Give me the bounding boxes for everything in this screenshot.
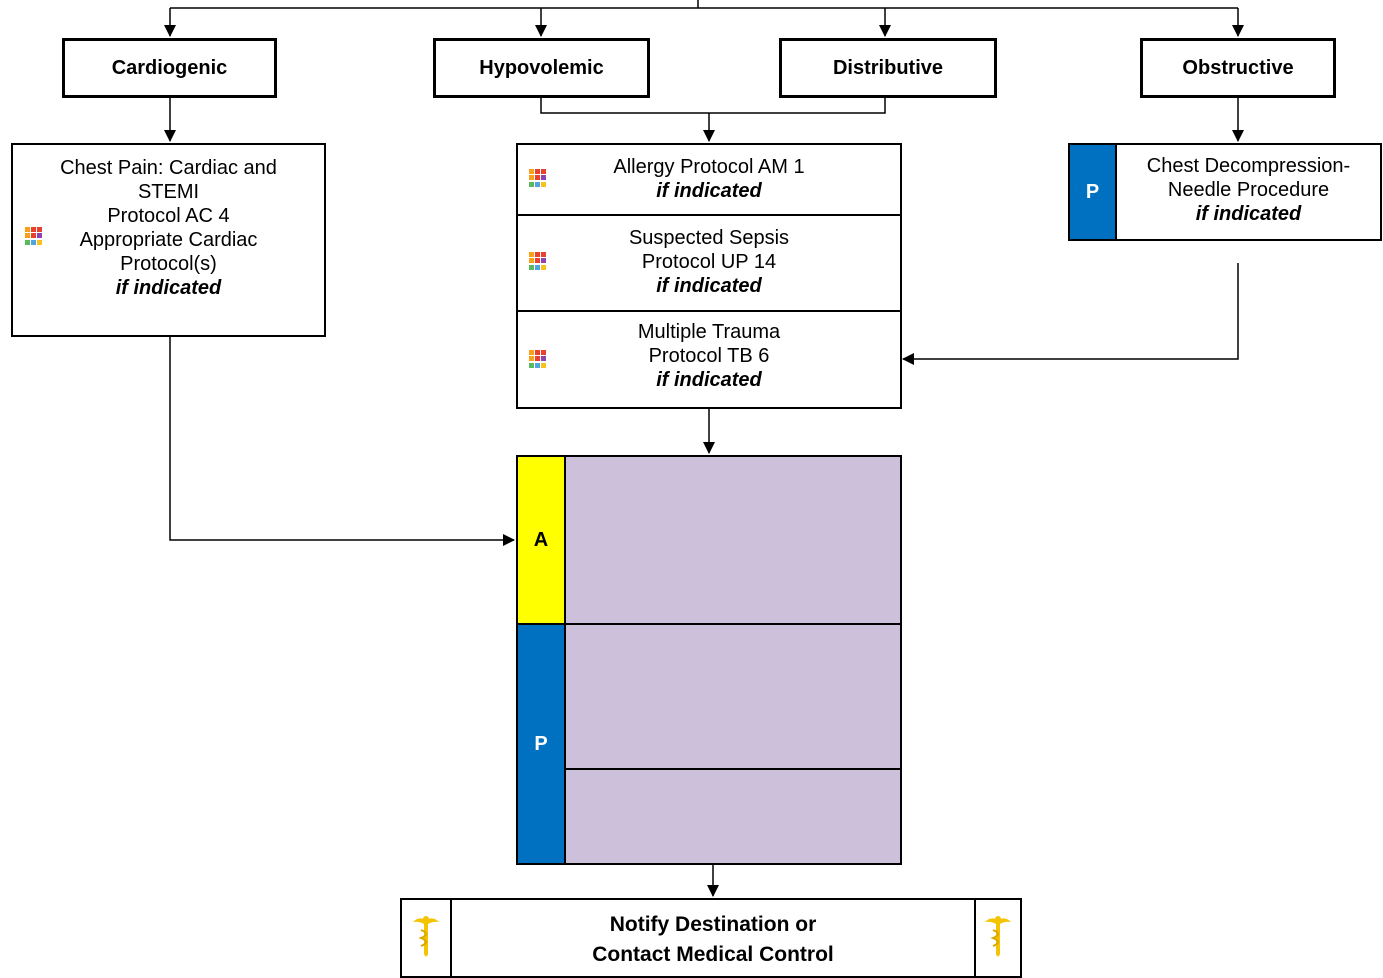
notify-medical-control-box: Notify Destination or Contact Medical Co… xyxy=(400,898,1022,978)
caduceus-cell-right xyxy=(974,900,1020,976)
caduceus-icon xyxy=(985,916,1011,957)
trauma-line1: Multiple Trauma xyxy=(637,321,781,343)
treatment-block: A P xyxy=(516,455,902,865)
sepsis-line2: Protocol UP 14 xyxy=(641,251,777,273)
chest-decompression-box: P Chest Decompression- Needle Procedure … xyxy=(1068,143,1382,241)
header-distributive-label: Distributive xyxy=(832,56,944,79)
trauma-protocol-box: Multiple Trauma Protocol TB 6 if indicat… xyxy=(516,310,902,409)
cardiogenic-line5: Protocol(s) xyxy=(120,253,217,275)
allergy-protocol-box: Allergy Protocol AM 1 if indicated xyxy=(516,143,902,216)
protocol-grid-icon xyxy=(25,227,43,245)
paramedic-tab: P xyxy=(518,625,566,863)
advanced-tab: A xyxy=(518,457,566,625)
allergy-if-indicated: if indicated xyxy=(656,180,762,202)
cardiogenic-line1: Chest Pain: Cardiac and xyxy=(60,157,277,179)
header-distributive: Distributive xyxy=(779,38,997,98)
allergy-line1: Allergy Protocol AM 1 xyxy=(613,156,805,178)
cardiogenic-if-indicated: if indicated xyxy=(115,277,222,299)
header-obstructive-label: Obstructive xyxy=(1182,56,1294,79)
trauma-if-indicated: if indicated xyxy=(656,369,762,391)
cardiogenic-line2: STEMI xyxy=(137,181,200,203)
paramedic-tab-label: P xyxy=(534,732,548,755)
caduceus-icon xyxy=(413,916,439,957)
notify-line2: Contact Medical Control xyxy=(592,943,834,966)
sepsis-line1: Suspected Sepsis xyxy=(628,227,790,249)
decompression-line1: Chest Decompression- xyxy=(1146,155,1351,177)
treatment-divider xyxy=(566,768,900,770)
cardiogenic-protocol-box: Chest Pain: Cardiac and STEMI Protocol A… xyxy=(11,143,326,337)
sepsis-if-indicated: if indicated xyxy=(656,275,762,297)
advanced-tab-label: A xyxy=(533,528,549,551)
header-obstructive: Obstructive xyxy=(1140,38,1336,98)
paramedic-tab: P xyxy=(1070,145,1117,239)
treatment-divider xyxy=(566,623,900,625)
cardiogenic-line3: Protocol AC 4 xyxy=(107,205,230,227)
header-cardiogenic-label: Cardiogenic xyxy=(111,56,228,79)
paramedic-tab-label: P xyxy=(1085,180,1100,203)
protocol-grid-icon xyxy=(529,169,547,187)
decompression-line2: Needle Procedure xyxy=(1167,179,1330,201)
header-hypovolemic: Hypovolemic xyxy=(433,38,650,98)
cardiogenic-line4: Appropriate Cardiac xyxy=(79,229,258,251)
header-hypovolemic-label: Hypovolemic xyxy=(479,56,604,79)
protocol-grid-icon xyxy=(529,252,547,270)
sepsis-protocol-box: Suspected Sepsis Protocol UP 14 if indic… xyxy=(516,214,902,312)
header-cardiogenic: Cardiogenic xyxy=(62,38,277,98)
trauma-line2: Protocol TB 6 xyxy=(648,345,770,367)
notify-line1: Notify Destination or xyxy=(609,913,817,936)
decompression-if-indicated: if indicated xyxy=(1195,203,1302,225)
caduceus-cell-left xyxy=(402,900,452,976)
protocol-grid-icon xyxy=(529,350,547,368)
